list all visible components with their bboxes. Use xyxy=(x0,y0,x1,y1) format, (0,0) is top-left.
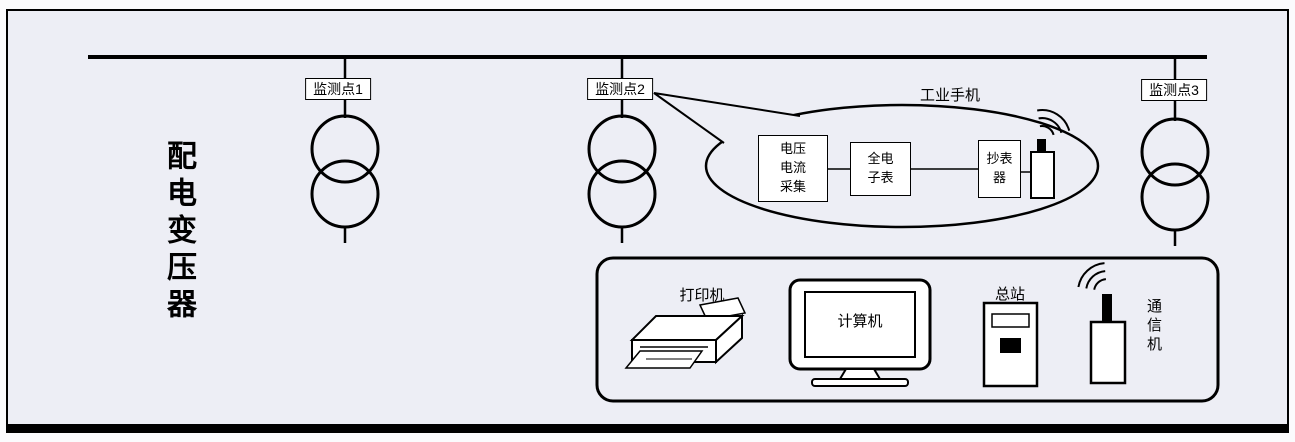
monitor-point-label-2: 监测点2 xyxy=(587,78,653,101)
printer-label: 打印机 xyxy=(679,287,725,304)
handheld-reader-icon xyxy=(1030,139,1055,199)
callout-connector-lines xyxy=(828,168,1031,173)
wireless-signal-comm-icon xyxy=(1077,262,1107,290)
comm-device-label: 通信机 xyxy=(1145,298,1162,355)
station-icon xyxy=(982,301,1039,388)
bottom-panel-border xyxy=(595,256,1220,403)
callout-title: 工业手机 xyxy=(919,87,981,104)
computer-label: 计算机 xyxy=(837,313,883,330)
callout-tail xyxy=(653,92,801,144)
meter-reader-box: 抄表 器 xyxy=(978,140,1021,198)
transformer-icon-1 xyxy=(310,57,380,243)
station-label: 总站 xyxy=(994,286,1026,303)
electronic-meter-box: 全电 子表 xyxy=(850,142,911,196)
monitor-point-label-1: 监测点1 xyxy=(305,78,371,101)
left-vertical-label: 配电变压器 xyxy=(162,140,195,325)
wireless-signal-callout-icon xyxy=(1037,109,1071,136)
computer-monitor-icon xyxy=(788,278,932,387)
printer-icon xyxy=(624,297,747,369)
transformer-icon-2 xyxy=(587,57,657,243)
monitor-point-label-3: 监测点3 xyxy=(1141,79,1207,102)
comm-device-icon xyxy=(1089,294,1127,385)
voltage-current-collection-box: 电压 电流 采集 xyxy=(758,135,828,202)
transformer-icon-3 xyxy=(1140,57,1210,246)
callout-bubble xyxy=(704,103,1100,229)
